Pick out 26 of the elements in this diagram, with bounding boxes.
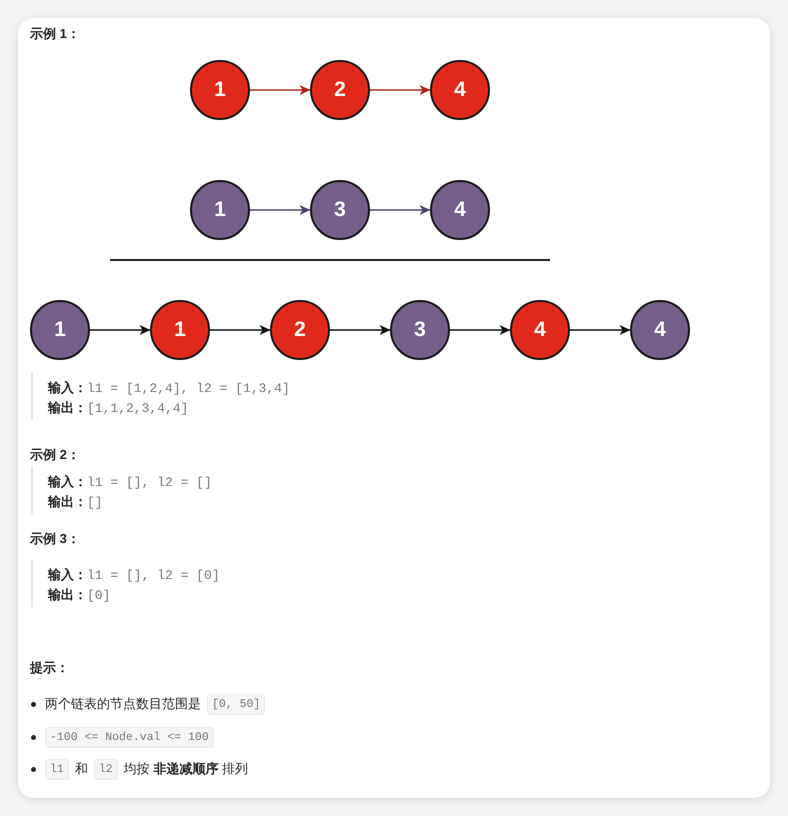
arrow bbox=[250, 85, 310, 95]
inline-code: [0, 50] bbox=[207, 694, 266, 714]
section-heading: 示例 2： bbox=[30, 447, 80, 462]
example-text: 输入：l1 = [], l2 = [] bbox=[48, 475, 212, 490]
inline-code: -100 <= Node.val <= 100 bbox=[45, 726, 214, 748]
example-text: 输入：l1 = [], l2 = [0] bbox=[48, 568, 220, 583]
arrow bbox=[210, 325, 270, 335]
example-text: 输入：l1 = [1,2,4], l2 = [1,3,4] bbox=[48, 381, 290, 396]
hint-text: 均按 非递减顺序 排列 bbox=[124, 760, 248, 778]
section-heading: 提示： bbox=[30, 660, 69, 675]
arrow bbox=[370, 205, 430, 215]
example-text: 输出：[1,1,2,3,4,4] bbox=[48, 401, 188, 416]
arrow bbox=[250, 205, 310, 215]
example-text: 输出：[] bbox=[48, 495, 103, 510]
arrow bbox=[370, 85, 430, 95]
section-heading: 示例 1： bbox=[30, 26, 80, 41]
arrow bbox=[90, 325, 150, 335]
inline-code: l1 bbox=[45, 758, 69, 780]
inline-code: l2 bbox=[94, 758, 118, 780]
arrow bbox=[450, 325, 510, 335]
arrow bbox=[330, 325, 390, 335]
section-heading: 示例 3： bbox=[30, 531, 80, 546]
hint-text: 两个链表的节点数目范围是 bbox=[45, 695, 201, 713]
example-text: 输出：[0] bbox=[48, 588, 110, 603]
hint-text: 和 bbox=[74, 760, 88, 778]
arrow bbox=[570, 325, 630, 335]
